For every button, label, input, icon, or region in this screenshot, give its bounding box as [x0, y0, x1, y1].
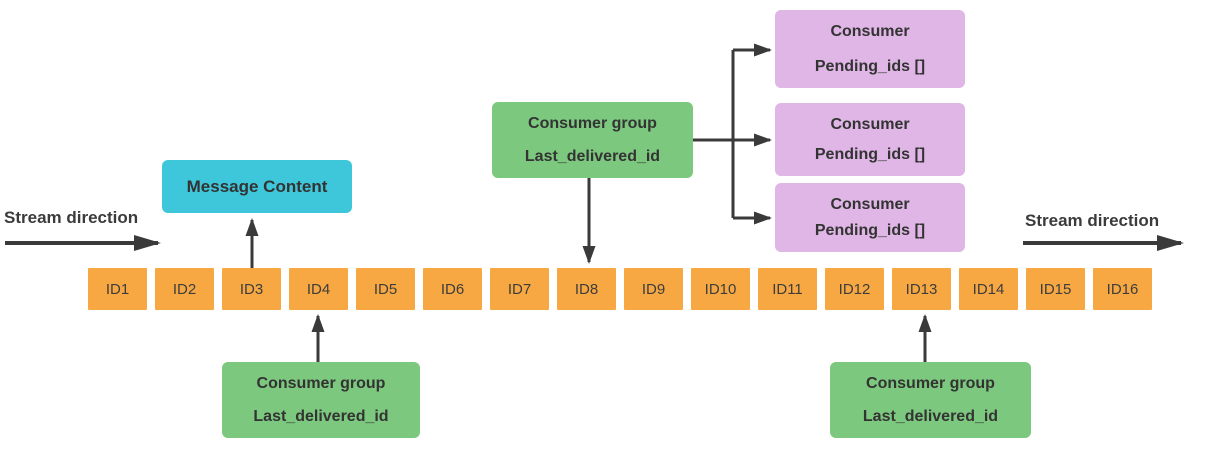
stream-entry-id5: ID5	[356, 268, 415, 310]
consumer-group-bottom-left-box: Consumer group Last_delivered_id	[222, 362, 420, 438]
stream-entry-id16: ID16	[1093, 268, 1152, 310]
consumer-2-pending-ids: Pending_ids []	[814, 146, 926, 164]
stream-entry-id7: ID7	[490, 268, 549, 310]
stream-entry-id2: ID2	[155, 268, 214, 310]
consumer-3-title: Consumer	[830, 196, 910, 213]
consumer-group-top-title: Consumer group	[528, 115, 657, 132]
stream-entry-id14: ID14	[959, 268, 1018, 310]
stream-entry-id4: ID4	[289, 268, 348, 310]
message-content-label: Message Content	[186, 176, 328, 196]
consumer-group-bottom-right-box: Consumer group Last_delivered_id	[830, 362, 1031, 438]
stream-entry-id9: ID9	[624, 268, 683, 310]
stream-entry-id10: ID10	[691, 268, 750, 310]
consumer-1-pending-ids: Pending_ids []	[814, 58, 926, 76]
stream-entry-id1: ID1	[88, 268, 147, 310]
stream-entry-id8: ID8	[557, 268, 616, 310]
consumer-group-bottom-left-last-delivered-id: Last_delivered_id	[253, 408, 389, 426]
stream-entry-id11: ID11	[758, 268, 817, 310]
consumer-1-title: Consumer	[830, 23, 910, 40]
consumer-2-title: Consumer	[830, 116, 910, 133]
message-content-box: Message Content	[162, 160, 352, 213]
consumer-group-bottom-right-title: Consumer group	[866, 375, 995, 392]
consumer-group-bottom-right-last-delivered-id: Last_delivered_id	[862, 408, 999, 426]
stream-direction-label-right: Stream direction	[1025, 211, 1160, 230]
consumer-box-1: Consumer Pending_ids []	[775, 10, 965, 88]
stream-entry-id13: ID13	[892, 268, 951, 310]
stream-entry-id3: ID3	[222, 268, 281, 310]
consumer-group-bottom-left-title: Consumer group	[256, 375, 386, 392]
consumer-group-top-box: Consumer group Last_delivered_id	[492, 102, 693, 178]
consumer-box-3: Consumer Pending_ids []	[775, 183, 965, 252]
stream-direction-label-left: Stream direction	[4, 208, 139, 227]
stream-entry-id12: ID12	[825, 268, 884, 310]
consumer-box-2: Consumer Pending_ids []	[775, 103, 965, 176]
stream-entry-id6: ID6	[423, 268, 482, 310]
consumer-group-top-last-delivered-id: Last_delivered_id	[524, 148, 661, 166]
stream-entry-id15: ID15	[1026, 268, 1085, 310]
consumer-3-pending-ids: Pending_ids []	[814, 222, 926, 240]
